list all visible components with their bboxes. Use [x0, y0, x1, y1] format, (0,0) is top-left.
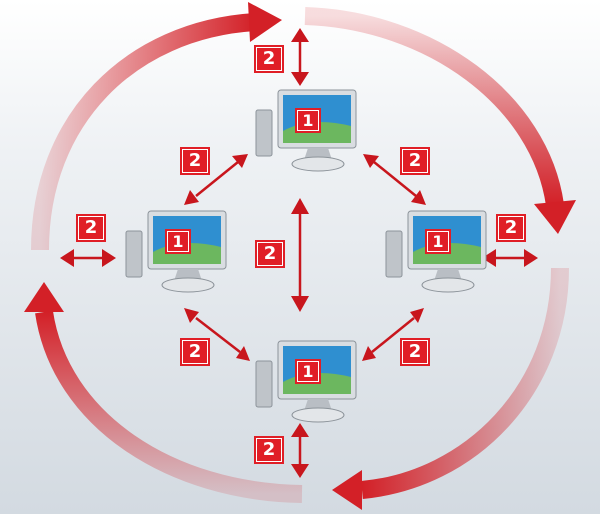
link-label-badge-upper-left: 2 [180, 147, 210, 175]
link-label-badge-upper-right: 2 [400, 147, 430, 175]
computer-label-badge: 1 [295, 359, 321, 384]
ring-arrow-left [24, 282, 303, 503]
computer-label-badge: 1 [425, 229, 451, 254]
link-label-badge-left: 2 [76, 214, 106, 242]
double-arrow-icon [291, 198, 309, 312]
link-label-badge-bottom: 2 [254, 436, 284, 464]
double-arrow-icon [60, 249, 116, 267]
double-arrow-icon [291, 28, 309, 86]
computer-label-badge: 1 [165, 229, 191, 254]
ring-arrow-bottom [332, 267, 569, 510]
link-label-badge-lower-left: 2 [180, 338, 210, 366]
computer-left: 1 [120, 207, 230, 297]
link-label-badge-center: 2 [255, 240, 285, 268]
computer-label-badge: 1 [295, 108, 321, 133]
computer-top: 1 [250, 86, 360, 176]
double-arrow-icon [482, 249, 538, 267]
computer-monitor-icon [255, 340, 357, 423]
link-label-badge-top: 2 [254, 45, 284, 73]
double-arrow-icon [184, 154, 248, 205]
double-arrow-icon [363, 154, 426, 205]
double-arrow-icon [291, 423, 309, 478]
computer-bottom: 1 [250, 337, 360, 427]
ring-arrow-top [31, 2, 282, 251]
double-arrow-icon [362, 308, 424, 361]
ring-arrow-right [304, 7, 576, 234]
link-label-badge-lower-right: 2 [400, 338, 430, 366]
double-arrow-icon [184, 308, 250, 361]
computer-right: 1 [380, 207, 490, 297]
link-label-badge-right: 2 [496, 214, 526, 242]
